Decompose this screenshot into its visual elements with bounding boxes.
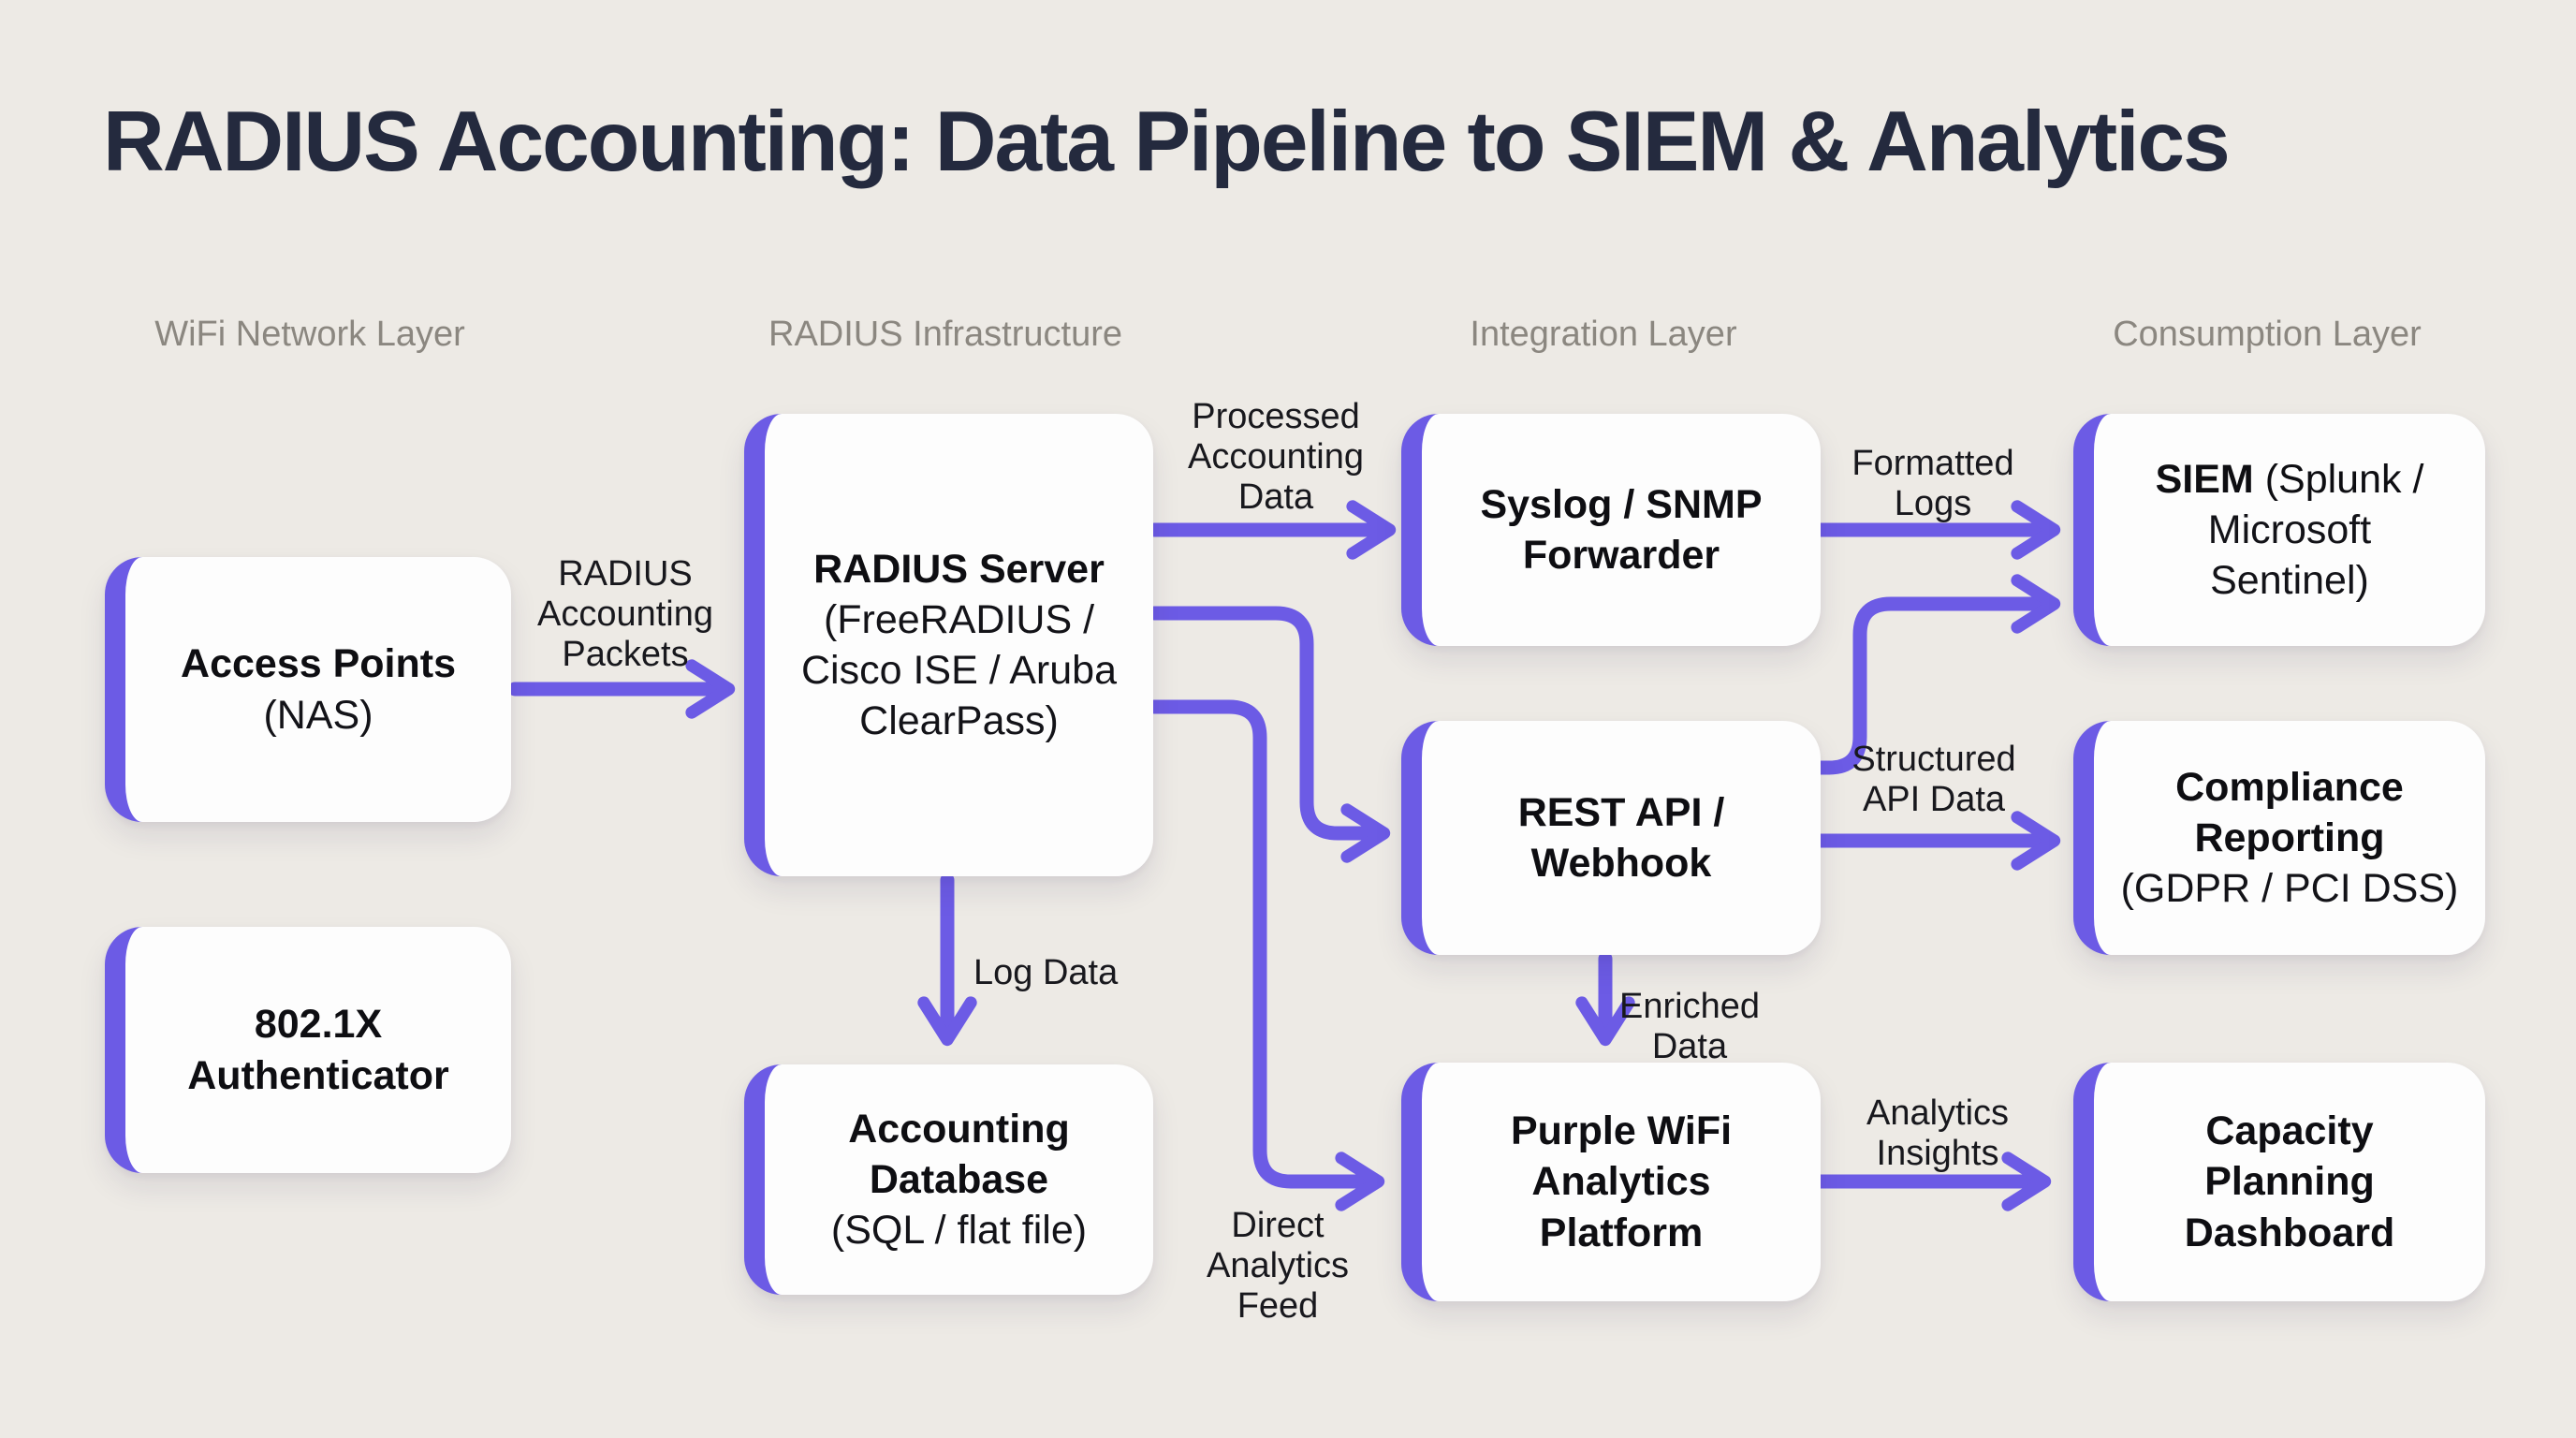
edge-label-formatted-logs: Formatted Logs — [1852, 444, 2014, 523]
edge-label-radius-accounting-packets: RADIUS Accounting Packets — [536, 554, 713, 674]
node-purple-wifi-analytics: Purple WiFi Analytics Platform — [1401, 1063, 1821, 1301]
node-syslog-snmp-forwarder-title: Syslog / SNMP Forwarder — [1480, 481, 1763, 578]
node-access-points-title: Access Points — [181, 641, 456, 687]
node-access-points: Access Points (NAS) — [105, 557, 511, 822]
edge-label-analytics-insights: Analytics Insights — [1866, 1093, 2010, 1173]
node-siem-title-rest: (Splunk / — [2253, 456, 2424, 502]
node-compliance-reporting-title: Compliance Reporting — [2175, 764, 2404, 860]
node-siem: SIEM (Splunk / Microsoft Sentinel) — [2073, 414, 2485, 646]
node-siem-title-line: SIEM (Splunk / — [2156, 454, 2424, 505]
node-accounting-database-subtitle: (SQL / flat file) — [830, 1208, 1088, 1254]
edge-label-enriched-data: Enriched Data — [1619, 987, 1760, 1066]
node-8021x-authenticator-title: 802.1X Authenticator — [187, 1002, 449, 1098]
node-compliance-reporting: Compliance Reporting (GDPR / PCI DSS) — [2073, 721, 2485, 955]
node-accounting-database: Accounting Database (SQL / flat file) — [744, 1064, 1153, 1295]
node-rest-api-webhook: REST API / Webhook — [1401, 721, 1821, 955]
edge-label-structured-api-data: Structured API Data — [1852, 740, 2016, 819]
layer-label-wifi-network: WiFi Network Layer — [154, 315, 465, 354]
edge-radius-to-restapi — [1147, 606, 1391, 863]
layer-label-integration: Integration Layer — [1470, 315, 1737, 354]
node-capacity-dashboard-title: Capacity Planning Dashboard — [2184, 1108, 2395, 1255]
node-rest-api-webhook-title: REST API / Webhook — [1517, 789, 1725, 886]
edge-restapi-to-siem — [1813, 574, 2061, 775]
node-accounting-database-title: Accounting Database — [848, 1106, 1070, 1202]
node-radius-server-title: RADIUS Server — [813, 546, 1105, 592]
page-title: RADIUS Accounting: Data Pipeline to SIEM… — [103, 95, 2231, 189]
node-siem-subtitle: Microsoft Sentinel) — [2207, 506, 2372, 604]
node-purple-wifi-analytics-title: Purple WiFi Analytics Platform — [1510, 1108, 1733, 1255]
layer-label-radius-infrastructure: RADIUS Infrastructure — [768, 315, 1122, 354]
node-siem-title: SIEM — [2155, 456, 2254, 502]
node-capacity-dashboard: Capacity Planning Dashboard — [2073, 1063, 2485, 1301]
node-compliance-reporting-subtitle: (GDPR / PCI DSS) — [2120, 866, 2459, 912]
edge-label-direct-analytics-feed: Direct Analytics Feed — [1206, 1206, 1350, 1326]
layer-label-consumption: Consumption Layer — [2113, 315, 2422, 354]
edge-label-log-data: Log Data — [973, 953, 1119, 992]
node-syslog-snmp-forwarder: Syslog / SNMP Forwarder — [1401, 414, 1821, 646]
node-radius-server-subtitle: (FreeRADIUS / Cisco ISE / Aruba ClearPas… — [801, 596, 1117, 744]
node-radius-server: RADIUS Server (FreeRADIUS / Cisco ISE / … — [744, 414, 1153, 876]
edge-label-processed-accounting-data: Processed Accounting Data — [1187, 397, 1364, 517]
node-8021x-authenticator: 802.1X Authenticator — [105, 927, 511, 1173]
node-access-points-subtitle: (NAS) — [263, 692, 373, 738]
edge-radius-to-purplewifi — [1147, 699, 1385, 1211]
